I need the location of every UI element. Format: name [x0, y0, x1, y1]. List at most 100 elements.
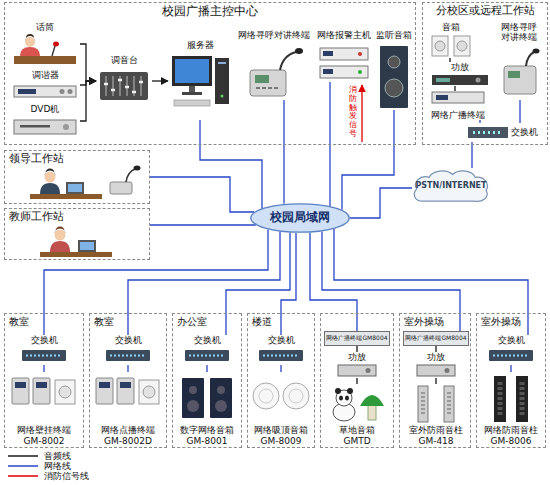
- remote-broadcast-terminal: [432, 92, 484, 103]
- device-node: 功放: [334, 352, 380, 378]
- node-label: 网络广播终端GM8004: [326, 335, 387, 342]
- node-label: 功放: [451, 62, 469, 72]
- node-label: 室外防雨音柱 GM-418: [403, 425, 469, 446]
- server-computer-part: [175, 59, 209, 83]
- network-speakers-part: [187, 400, 199, 412]
- switch-icons-part: [493, 355, 529, 357]
- monitor-speaker-part: [385, 79, 403, 97]
- tuner-device: [14, 86, 76, 97]
- zone-box: 教室交换机网络壁挂终端 GM-8002: [4, 313, 84, 448]
- network-line: [44, 230, 268, 335]
- ceiling-speakers-part: [283, 383, 309, 409]
- legend-samples-part: [8, 475, 38, 477]
- device-node: 功放: [413, 352, 459, 378]
- lawn-speakers-part: [368, 404, 376, 420]
- leader-figure-part: [68, 184, 82, 192]
- amplifier-icons-part: [366, 368, 371, 373]
- request-terminal-set-part: [120, 382, 131, 388]
- wall-terminal-set-part: [55, 380, 75, 404]
- alarm-host: [320, 48, 368, 78]
- device-node: 交换机: [103, 335, 153, 365]
- zone-heading: 室外操场: [404, 316, 444, 328]
- ceiling-speakers-part: [259, 389, 273, 403]
- monitor-speaker-part: [388, 56, 400, 68]
- zone-box: 教室交换机网络点播终端 GM-8002D: [89, 313, 167, 448]
- node-label: 音箱: [442, 22, 460, 32]
- lawn-speakers: [333, 388, 384, 421]
- request-terminal-set-part: [117, 378, 134, 404]
- zone-heading: 分校区或远程工作站: [436, 5, 535, 18]
- request-terminal-set: [96, 378, 159, 404]
- device-node: 话筒: [10, 22, 80, 66]
- device-node: 网络壁挂终端 GM-8002: [8, 372, 80, 446]
- device-node: 音箱: [428, 22, 474, 58]
- remote-paging-terminal-part: [526, 52, 534, 66]
- alarm-host-part: [323, 51, 333, 56]
- node-label: 交换机: [115, 335, 142, 345]
- audio-line: [80, 81, 96, 121]
- tuner-device-part: [14, 86, 76, 97]
- device-node: 调谐器: [10, 70, 80, 100]
- remote-broadcast-terminal-part: [436, 95, 448, 100]
- dvd-device-part: [14, 120, 76, 134]
- device-node: 室外防雨音柱 GM-418: [403, 384, 469, 446]
- node-label: 网络广播终端GM8004: [405, 335, 466, 342]
- wall-terminal-set-part: [36, 382, 47, 388]
- leader-figure-part: [30, 194, 102, 199]
- mixer-console-part: [100, 72, 148, 100]
- device-panel: 网络广播终端GM8004: [324, 331, 390, 346]
- announcer-figure-part: [20, 47, 40, 56]
- zone-heading: 领导工作站: [9, 153, 64, 166]
- outdoor-columns: [418, 386, 454, 422]
- network-speakers-part: [217, 386, 225, 394]
- zone-box: 办公室交换机数字网络音箱 GM-8001: [172, 313, 242, 448]
- network-speakers-part: [189, 386, 197, 394]
- audio-line: [435, 346, 436, 352]
- monitor-speaker-part: [380, 46, 408, 108]
- wall-terminal-set-part: [33, 378, 50, 404]
- remote-speakers-part: [435, 41, 445, 51]
- network-line: [329, 82, 330, 206]
- network-speakers: [182, 378, 232, 418]
- dvd-device-part: [20, 125, 50, 128]
- remote-paging-terminal-part: [504, 66, 536, 94]
- request-terminal-set-part: [99, 382, 110, 388]
- alarm-host-part: [358, 70, 362, 74]
- device-node: 网络吸顶音箱 GM-8009: [250, 372, 312, 446]
- device-node: 网络防雨音柱 GM-8006: [480, 372, 542, 446]
- zone-heading: 校园广播主控中心: [162, 5, 258, 19]
- dvd-device: [14, 120, 76, 134]
- internet-cloud: PSTN/INTERNET: [412, 168, 490, 204]
- node-label: 数字网络音箱 GM-8001: [176, 425, 238, 446]
- node-label: 网络寻呼对讲终端: [498, 22, 540, 43]
- node-label: 功放: [427, 352, 445, 362]
- remote-switch: [468, 127, 508, 138]
- network-line: [281, 233, 296, 335]
- dvd-device-part: [63, 124, 69, 130]
- node-label: 网络报警主机: [317, 30, 371, 40]
- announcer-figure: [14, 34, 76, 64]
- zone-heading: 教室: [94, 316, 114, 328]
- leader-figure-part: [40, 183, 60, 194]
- node-label: 交换机: [511, 127, 540, 137]
- node-label: 网络防雨音柱 GM-8006: [480, 425, 542, 446]
- teacher-figure-part: [50, 241, 70, 252]
- zone-heading: 楼道: [252, 316, 272, 328]
- node-label: 网络点播终端 GM-8002D: [92, 425, 164, 446]
- remote-speakers: [432, 36, 470, 56]
- network-speakers-part: [182, 378, 204, 418]
- node-label: PSTN/INTERNET: [415, 181, 486, 190]
- audio-line: [356, 346, 357, 352]
- device-node: 监听音箱: [374, 30, 414, 110]
- audio-line: [449, 58, 450, 62]
- server-computer-part: [174, 100, 210, 106]
- server-computer: [172, 56, 229, 106]
- network-speakers-part: [210, 378, 232, 418]
- switch-icons-part: [106, 350, 150, 361]
- zone-box: 领导工作站: [4, 150, 150, 204]
- alarm-host-part: [320, 48, 368, 60]
- node-label: 网络吸顶音箱 GM-8009: [250, 425, 312, 446]
- network-line: [479, 120, 480, 123]
- zone-box: 网络广播终端GM8004功放草地音箱 GMTD: [320, 313, 394, 448]
